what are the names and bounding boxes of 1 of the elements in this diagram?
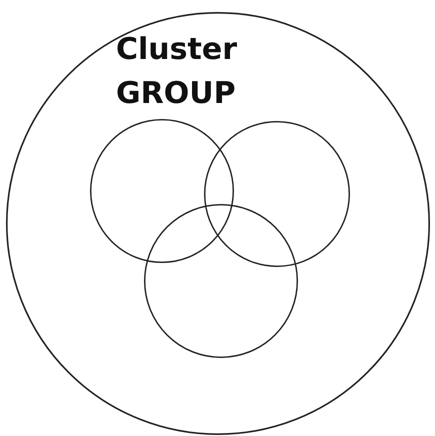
group-title: Cluster GROUP: [116, 31, 238, 112]
